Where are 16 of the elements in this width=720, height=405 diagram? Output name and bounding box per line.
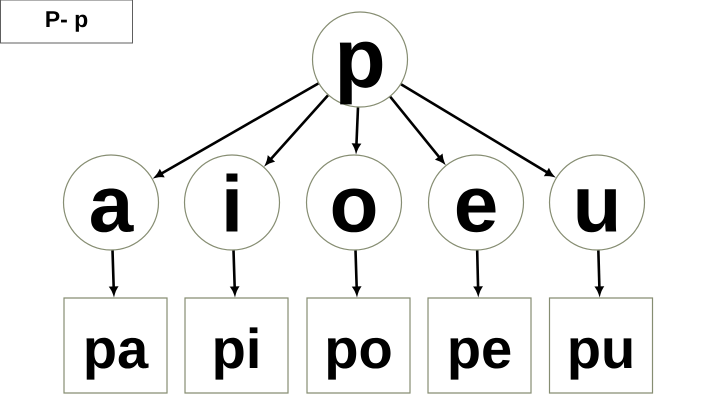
syllable-box: po xyxy=(306,297,411,394)
syllable-box: pi xyxy=(184,297,289,394)
arrow xyxy=(352,250,361,295)
arrow xyxy=(389,96,444,164)
syllable-box: pu xyxy=(548,297,654,394)
syllable-box: pa xyxy=(63,297,168,394)
arrow xyxy=(352,108,360,152)
arrow xyxy=(400,83,554,177)
arrow xyxy=(266,94,329,165)
arrow xyxy=(230,250,239,295)
syllable-box: pe xyxy=(427,297,532,394)
arrow xyxy=(595,250,604,295)
arrow xyxy=(154,82,319,178)
title-box: P- p xyxy=(0,0,133,44)
arrow xyxy=(110,250,118,295)
arrow xyxy=(474,250,482,295)
